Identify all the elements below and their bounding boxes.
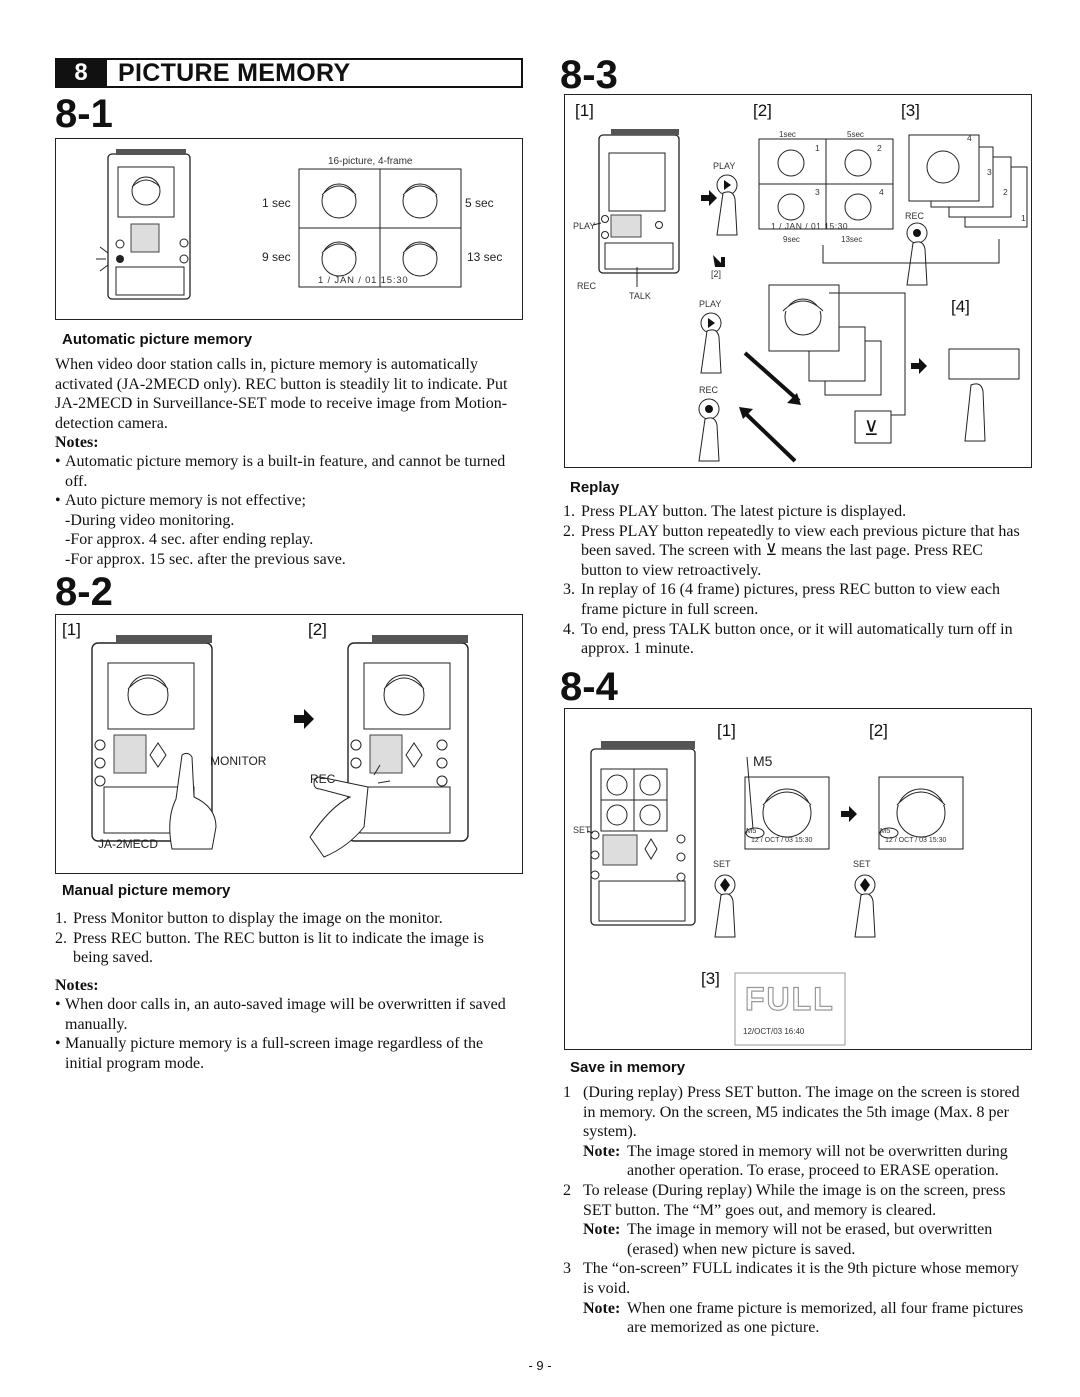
step-item: 2.Press PLAY button repeatedly to view e… — [563, 522, 1020, 579]
step-4-label: [4] — [951, 297, 970, 316]
replay-steps: 1.Press PLAY button. The latest picture … — [563, 502, 1025, 659]
note-item: •Automatic picture memory is a built-in … — [55, 453, 506, 490]
save-item-note: Note:When one frame picture is memorized… — [583, 1299, 1024, 1337]
subnote-item: -For approx. 15 sec. after the previous … — [65, 550, 346, 568]
step-1-label: [1] — [575, 101, 594, 120]
rec-side-label: REC — [577, 281, 597, 291]
heading-8-2: 8-2 — [55, 570, 113, 614]
label-1-sec: 1 sec — [262, 196, 291, 210]
datetime-stamp: 1 / JAN / 01 15:30 — [771, 221, 849, 231]
step-item: 2.Press REC button. The REC button is li… — [55, 929, 484, 967]
full-indicator: FULL — [744, 980, 835, 1017]
notes-label-8-2: Notes: — [55, 977, 99, 994]
step-3-label: [3] — [901, 101, 920, 120]
step-item: 4.To end, press TALK button once, or it … — [563, 620, 1013, 658]
label-13-sec: 13 sec — [467, 250, 503, 264]
step-item: 1.Press PLAY button. The latest picture … — [563, 503, 907, 520]
sec-13-label: 13sec — [841, 235, 863, 244]
rec-label: REC — [310, 772, 336, 786]
step-3-label: [3] — [701, 969, 720, 988]
heading-8-1: 8-1 — [55, 92, 113, 136]
m5-tag-1: M5 — [746, 826, 757, 835]
notes-list-8-2: •When door calls in, an auto-saved image… — [55, 995, 515, 1073]
figure-8-2: [1] [2] MONITOR REC JA-2MECD — [55, 614, 523, 874]
set-side-label: SET — [573, 825, 591, 835]
quadrant-1: 1 — [815, 143, 820, 153]
page-number: - 9 - — [528, 1358, 552, 1373]
manual-memory-steps: 1.Press Monitor button to display the im… — [55, 909, 515, 968]
save-item-note: Note:The image in memory will not be era… — [583, 1221, 993, 1258]
m5-tag-2: M5 — [880, 826, 891, 835]
sec-5-label: 5sec — [847, 130, 864, 139]
sec-9-label: 9sec — [783, 235, 800, 244]
subheading-replay: Replay — [570, 479, 620, 496]
step-item: 1.Press Monitor button to display the im… — [55, 910, 443, 927]
save-item-note: Note:The image stored in memory will not… — [583, 1142, 1008, 1180]
set-label-2: SET — [853, 859, 871, 869]
auto-memory-text: When video door station calls in, pictur… — [55, 356, 508, 432]
save-item: 1(During replay) Press SET button. The i… — [563, 1084, 1020, 1141]
sec-1-label: 1sec — [779, 130, 796, 139]
step-2-label: [2] — [308, 620, 327, 639]
play-side-label: PLAY — [573, 221, 596, 231]
figure-8-3: ⊻ [1] [2] [3] [4] PLAY PLAY REC TALK [2]… — [564, 94, 1032, 468]
heading-8-3: 8-3 — [560, 53, 618, 97]
set-label-1: SET — [713, 859, 731, 869]
stack-3: 3 — [987, 167, 992, 177]
figure-8-1-drawing — [96, 149, 462, 300]
play-label-2: PLAY — [699, 299, 722, 309]
model-label: JA-2MECD — [98, 837, 159, 851]
quadrant-2: 2 — [877, 143, 882, 153]
datetime-stamp: 1 / JAN / 01 15:30 — [318, 275, 409, 286]
section-number: 8 — [55, 58, 107, 88]
stack-1: 1 — [1021, 213, 1026, 223]
step-1-label: [1] — [717, 721, 736, 740]
quadrant-3: 3 — [815, 187, 820, 197]
talk-label: TALK — [629, 291, 651, 301]
stamp-1: 12 / OCT / 03 15:30 — [751, 837, 813, 844]
note-item: •When door calls in, an auto-saved image… — [55, 996, 506, 1033]
full-stamp: 12/OCT/03 16:40 — [743, 1027, 805, 1036]
step-item: 3.In replay of 16 (4 frame) pictures, pr… — [563, 581, 1000, 618]
figure-8-2-drawing — [91, 635, 469, 858]
notes-label-8-1: Notes: — [55, 434, 99, 451]
subnote-item: -During video monitoring. — [65, 511, 235, 529]
subnote-item: -For approx. 4 sec. after ending replay. — [65, 531, 314, 549]
label-9-sec: 9 sec — [262, 250, 291, 264]
save-memory-items: 1(During replay) Press SET button. The i… — [563, 1083, 1025, 1338]
label-5-sec: 5 sec — [465, 196, 494, 210]
subheading-auto-memory: Automatic picture memory — [62, 331, 253, 348]
ref-2-label: [2] — [711, 269, 722, 279]
heading-8-4: 8-4 — [560, 665, 618, 709]
step-2-label: [2] — [869, 721, 888, 740]
play-label: PLAY — [713, 161, 736, 171]
figure-8-1: 16-picture, 4-frame 1 sec 5 sec 9 sec 13… — [55, 138, 523, 320]
note-item: •Manually picture memory is a full-scree… — [55, 1035, 484, 1072]
step-1-label: [1] — [62, 620, 81, 639]
subheading-save-memory: Save in memory — [570, 1059, 686, 1076]
stack-4: 4 — [967, 133, 972, 143]
section-title: PICTURE MEMORY — [118, 59, 351, 87]
auto-memory-body: When video door station calls in, pictur… — [55, 355, 523, 433]
figure-8-4: [1] [2] [3] M5 M5 M5 12 / OCT / 03 15:30… — [564, 708, 1032, 1050]
figure-8-3-drawing: ⊻ — [592, 129, 1028, 463]
svg-text:⊻: ⊻ — [864, 418, 879, 440]
quadrant-4: 4 — [879, 187, 884, 197]
monitor-label: MONITOR — [210, 754, 267, 768]
notes-list-8-1: •Automatic picture memory is a built-in … — [55, 452, 515, 570]
subheading-manual-memory: Manual picture memory — [62, 882, 231, 899]
stack-2: 2 — [1003, 187, 1008, 197]
rec-label-2: REC — [699, 385, 719, 395]
rec-label-3: REC — [905, 211, 925, 221]
stamp-2: 12 / OCT / 03 15:30 — [885, 837, 947, 844]
figure-8-4-drawing — [586, 741, 964, 1046]
figure-caption: 16-picture, 4-frame — [328, 156, 413, 167]
note-item: •Auto picture memory is not effective; — [55, 492, 306, 510]
m5-label: M5 — [753, 753, 773, 769]
step-2-label: [2] — [753, 101, 772, 120]
